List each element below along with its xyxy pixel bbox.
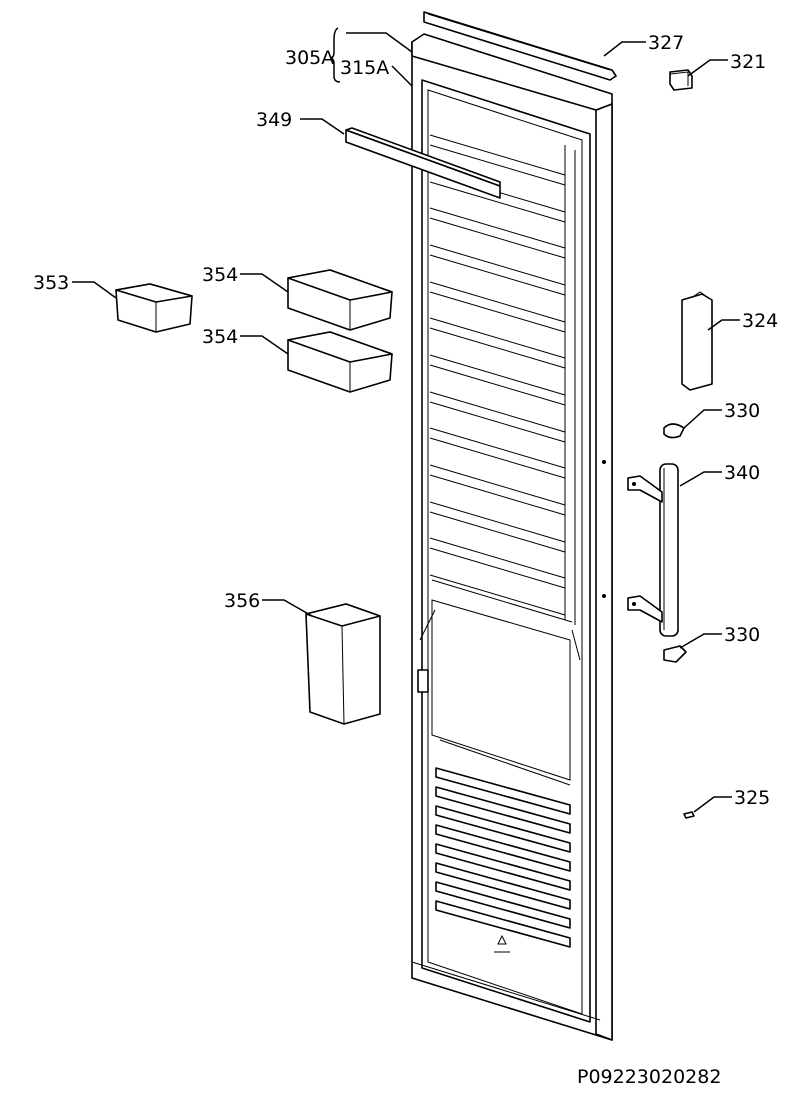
- callout-325: 325: [734, 787, 770, 809]
- recycle-icon: [494, 934, 510, 953]
- callout-324: 324: [742, 310, 778, 332]
- door-handle: [627, 463, 679, 637]
- reference-code: P09223020282: [577, 1066, 721, 1088]
- handle-cap-upper: [663, 423, 685, 439]
- balcony-bin-lower: [287, 331, 393, 393]
- callout-340: 340: [724, 462, 760, 484]
- door-lower-slats: [435, 767, 571, 948]
- callout-305A: 305A: [285, 47, 334, 69]
- door-liner-ribs: [429, 134, 566, 616]
- door-panel: [411, 33, 613, 1041]
- small-bin: [115, 283, 193, 333]
- callout-321: 321: [730, 51, 766, 73]
- handle-cap-lower: [663, 645, 687, 663]
- end-cap-part: [669, 69, 693, 91]
- tall-bin: [305, 603, 381, 725]
- cover-plate: [681, 291, 713, 391]
- callout-327: 327: [648, 32, 684, 54]
- callout-349: 349: [256, 109, 292, 131]
- rail-bar: [345, 127, 501, 199]
- screw-part: [683, 811, 695, 819]
- callout-330-lower: 330: [724, 624, 760, 646]
- callout-330-upper: 330: [724, 400, 760, 422]
- leader-lines: [72, 27, 740, 813]
- callout-354-lower: 354: [202, 326, 238, 348]
- callout-354-upper: 354: [202, 264, 238, 286]
- balcony-bin-upper: [287, 269, 393, 331]
- callout-315A: 315A: [340, 57, 389, 79]
- callout-353: 353: [33, 272, 69, 294]
- callout-356: 356: [224, 590, 260, 612]
- top-trim-strip: [423, 11, 617, 81]
